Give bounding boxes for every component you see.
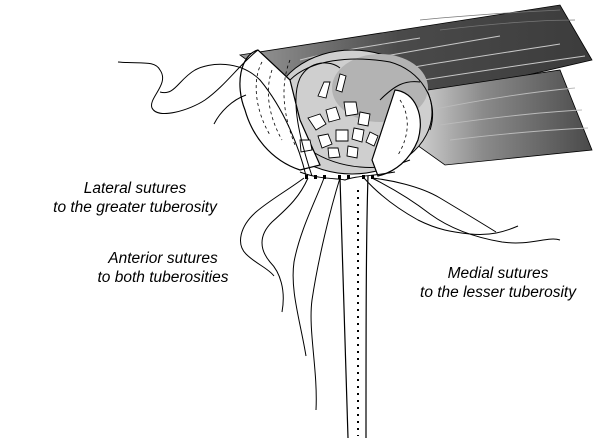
anterior-sutures-line1: Anterior sutures	[60, 249, 266, 268]
medial-sutures-label: Medial sutures to the lesser tuberosity	[390, 264, 603, 302]
lateral-sutures-line2: to the greater tuberosity	[10, 198, 260, 217]
anterior-sutures-line2: to both tuberosities	[60, 268, 266, 287]
medial-sutures-line1: Medial sutures	[390, 264, 603, 283]
lateral-sutures-line1: Lateral sutures	[10, 179, 260, 198]
medial-sutures-line2: to the lesser tuberosity	[390, 283, 603, 302]
scapula-outline	[118, 50, 258, 124]
lateral-sutures-label: Lateral sutures to the greater tuberosit…	[10, 179, 260, 217]
humeral-shaft	[340, 176, 368, 438]
anterior-sutures-label: Anterior sutures to both tuberosities	[60, 249, 266, 287]
